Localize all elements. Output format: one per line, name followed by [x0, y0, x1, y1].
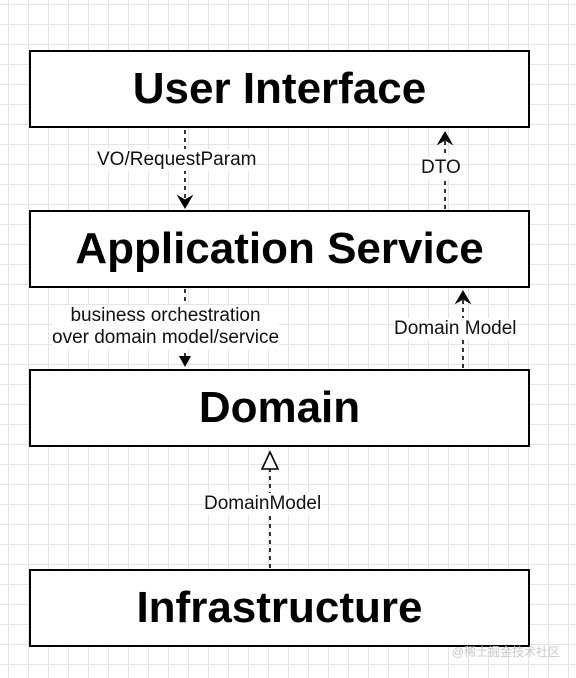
domain-layer: Domain	[29, 369, 530, 447]
label-business-orchestration-line2: over domain model/service	[52, 327, 280, 348]
user-interface-title: User Interface	[132, 64, 427, 113]
user-interface-layer: User Interface	[29, 50, 530, 128]
application-service-title: Application Service	[75, 224, 484, 273]
label-domain-model-up: Domain Model	[394, 318, 517, 340]
label-dto: DTO	[421, 157, 461, 179]
domain-title: Domain	[198, 383, 361, 432]
infrastructure-layer: Infrastructure	[29, 569, 530, 647]
label-business-orchestration: business orchestration over domain model…	[52, 305, 280, 349]
watermark: @稀土掘金技术社区	[451, 645, 560, 659]
label-domainmodel-infra: DomainModel	[204, 493, 322, 515]
infrastructure-title: Infrastructure	[136, 583, 423, 632]
label-business-orchestration-line1: business orchestration	[70, 305, 261, 326]
application-service-layer: Application Service	[29, 210, 530, 288]
label-vo-request-param: VO/RequestParam	[97, 149, 257, 171]
